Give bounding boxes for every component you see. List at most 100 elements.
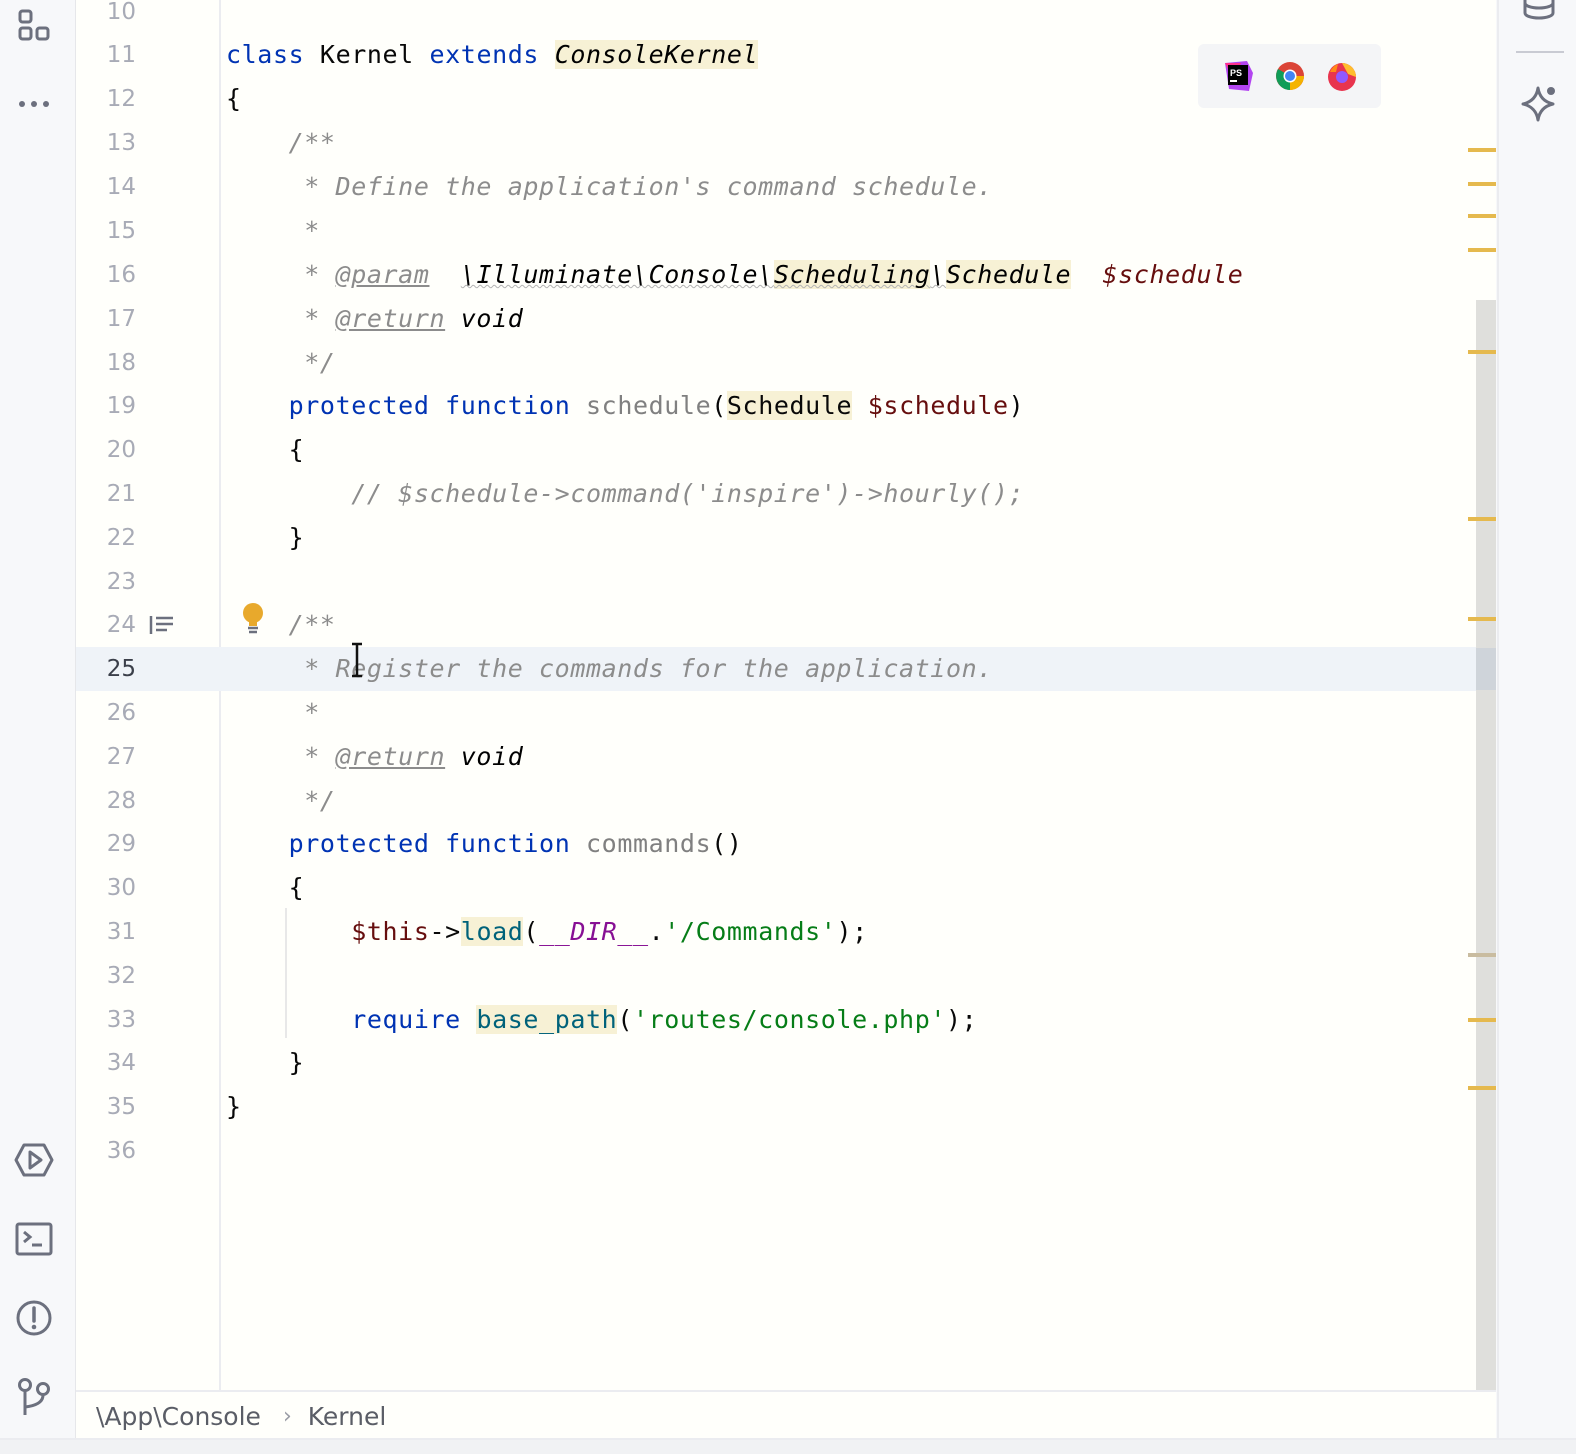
paren: () — [711, 829, 743, 858]
code-line[interactable]: 19 protected function schedule(Schedule … — [76, 384, 1476, 428]
code-line[interactable]: 18 */ — [76, 341, 1476, 385]
line-number: 18 — [106, 350, 136, 376]
code-line[interactable]: 36 — [76, 1129, 1476, 1173]
terminal-icon[interactable] — [12, 1217, 56, 1261]
doc-comment: /** — [226, 128, 336, 157]
breadcrumb: \App\Console › Kernel — [76, 1390, 1496, 1440]
lightbulb-icon[interactable] — [240, 601, 266, 637]
run-icon[interactable] — [12, 1138, 56, 1182]
line-number: 21 — [106, 481, 136, 507]
warning-marker[interactable] — [1468, 1018, 1496, 1022]
code-line[interactable]: 17 * @return void — [76, 297, 1476, 341]
indent — [226, 391, 289, 420]
code-line[interactable]: 13 /** — [76, 121, 1476, 165]
space — [429, 391, 445, 420]
code-line[interactable]: 32 — [76, 954, 1476, 998]
code-line[interactable]: 20 { — [76, 428, 1476, 472]
type-name[interactable]: Schedule — [726, 391, 853, 420]
paren: ); — [946, 1005, 978, 1034]
namespace-segment: Scheduling — [773, 260, 931, 289]
ai-assistant-icon[interactable] — [1517, 82, 1561, 126]
code-line[interactable]: 31 $this->load(__DIR__.'/Commands'); — [76, 910, 1476, 954]
this-variable: $this — [351, 917, 430, 946]
space — [539, 40, 555, 69]
code-text: * @return void — [226, 735, 523, 779]
indent — [226, 1005, 351, 1034]
warning-marker[interactable] — [1468, 248, 1496, 252]
code-text: { — [226, 84, 242, 113]
open-in-browser-popup: PS — [1198, 44, 1381, 108]
git-icon[interactable] — [12, 1375, 56, 1419]
return-type: void — [445, 742, 524, 771]
chrome-icon[interactable] — [1272, 58, 1308, 94]
paren: ( — [711, 391, 727, 420]
code-text: } — [226, 1048, 305, 1077]
parent-class[interactable]: ConsoleKernel — [554, 40, 759, 69]
warning-marker[interactable] — [1468, 148, 1496, 152]
code-line[interactable]: 34 } — [76, 1041, 1476, 1085]
code-line-current[interactable]: 25 * Register the commands for the appli… — [76, 642, 1496, 691]
code-line[interactable]: 16 * @param \Illuminate\Console\Scheduli… — [76, 253, 1476, 297]
line-number: 24 — [106, 612, 136, 638]
problems-icon[interactable] — [12, 1296, 56, 1340]
keyword: extends — [429, 40, 540, 69]
code-line[interactable]: 11 class Kernel extends ConsoleKernel — [76, 33, 1476, 77]
code-line[interactable]: 27 * @return void — [76, 735, 1476, 779]
vertical-scrollbar[interactable] — [1476, 300, 1496, 1390]
warning-marker[interactable] — [1468, 617, 1496, 621]
phpstorm-icon[interactable]: PS — [1220, 58, 1256, 94]
doc-tag: @param — [335, 260, 430, 289]
breadcrumb-class[interactable]: Kernel — [307, 1401, 387, 1431]
method-call[interactable]: load — [460, 917, 524, 946]
code-line[interactable]: 22 } — [76, 516, 1476, 560]
code-line[interactable]: 26 * — [76, 691, 1476, 735]
code-line[interactable]: 30 { — [76, 866, 1476, 910]
database-icon[interactable] — [1519, 0, 1559, 22]
keyword: class — [226, 40, 305, 69]
line-number: 23 — [106, 569, 136, 595]
code-line[interactable]: 28 */ — [76, 779, 1476, 823]
code-line[interactable]: 21 // $schedule->command('inspire')->hou… — [76, 472, 1476, 516]
code-line[interactable]: 14 * Define the application's command sc… — [76, 165, 1476, 209]
doc-comment: */ — [226, 348, 336, 377]
line-number: 35 — [106, 1094, 136, 1120]
line-number: 25 — [106, 656, 136, 682]
namespace: \Illuminate\Console\ — [460, 260, 774, 289]
code-line[interactable]: 29 protected function commands() — [76, 822, 1476, 866]
doc-comment: * Define the application's command sched… — [226, 172, 993, 201]
more-icon[interactable] — [14, 84, 54, 124]
warning-marker[interactable] — [1468, 182, 1496, 186]
code-text: require base_path('routes/console.php'); — [226, 998, 977, 1042]
type-reference[interactable]: \Illuminate\Console\Scheduling\ — [461, 260, 946, 289]
breadcrumb-namespace[interactable]: \App\Console — [96, 1401, 261, 1431]
function-call[interactable]: base_path — [476, 1005, 618, 1034]
space — [429, 260, 460, 289]
class-name: Kernel — [304, 40, 430, 69]
info-marker[interactable] — [1468, 953, 1496, 957]
type-name[interactable]: Schedule — [946, 260, 1072, 289]
code-line[interactable]: 10 — [76, 0, 1476, 34]
code-line[interactable]: 33 require base_path('routes/console.php… — [76, 998, 1476, 1042]
code-line[interactable]: 12 { — [76, 77, 1476, 121]
warning-marker[interactable] — [1468, 1086, 1496, 1090]
warning-marker[interactable] — [1468, 350, 1496, 354]
paren: ); — [836, 917, 868, 946]
project-structure-icon[interactable] — [14, 6, 54, 46]
return-type: void — [445, 304, 524, 333]
line-number: 17 — [106, 306, 136, 332]
code-line[interactable]: 24 /** — [76, 603, 1476, 647]
line-number: 11 — [106, 42, 136, 68]
line-number: 31 — [106, 919, 136, 945]
firefox-icon[interactable] — [1324, 58, 1360, 94]
code-editor[interactable]: 10 11 class Kernel extends ConsoleKernel… — [76, 0, 1496, 1390]
code-line[interactable]: 23 — [76, 560, 1476, 604]
rendered-doc-toggle-icon[interactable] — [148, 613, 176, 637]
concat: . — [648, 917, 665, 946]
code-text: protected function commands() — [226, 822, 743, 866]
warning-marker[interactable] — [1468, 214, 1496, 218]
code-line[interactable]: 35 } — [76, 1085, 1476, 1129]
line-number: 34 — [106, 1050, 136, 1076]
breadcrumb-separator: › — [282, 1403, 292, 1429]
code-line[interactable]: 15 * — [76, 209, 1476, 253]
warning-marker[interactable] — [1468, 517, 1496, 521]
